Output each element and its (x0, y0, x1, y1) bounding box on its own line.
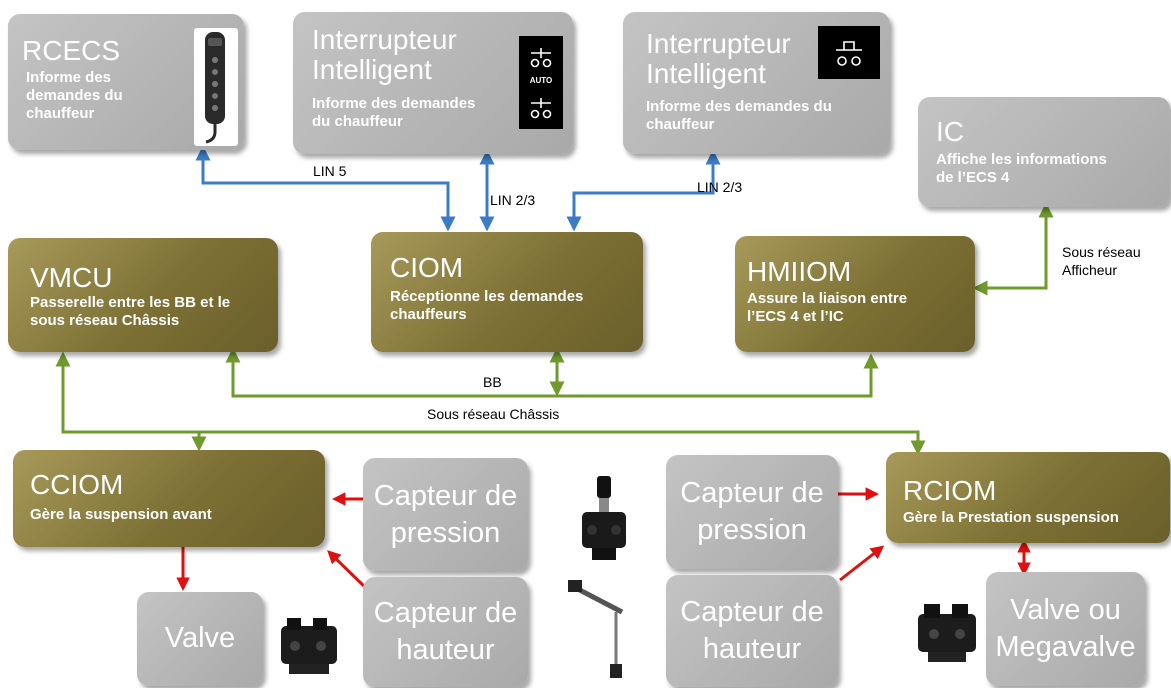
smart-switch-2-box: Interrupteur Intelligent Informe des dem… (623, 12, 890, 154)
height-right-arrow (839, 545, 885, 582)
ic-box: IC Affiche les informations de l’ECS 4 (918, 97, 1170, 207)
height-left-arrow (327, 550, 370, 592)
valve-block-right-icon (918, 604, 976, 662)
rciom-title: RCIOM (903, 475, 997, 506)
ciom-box: CIOM Réceptionne les demandes chauffeurs (371, 232, 643, 352)
pressure-sensor-right-box: Capteur de pression (666, 455, 838, 569)
rcecs-box: RCECS Informe des demandes du chauffeur (8, 14, 244, 150)
lin23-center-label: LIN 2/3 (490, 192, 536, 208)
rciom-desc: Gère la Prestation suspension (903, 509, 1119, 526)
pressure-sensor-right-label: Capteur de pression (680, 477, 824, 546)
smart-switch-1-desc: Informe des demandes du chauffeur (312, 95, 476, 130)
auto-label: AUTO (529, 76, 553, 85)
rcecs-title: RCECS (22, 35, 121, 66)
hmiiom-title: HMIIOM (747, 256, 852, 287)
pressure-sensor-left-box: Capteur de pression (363, 458, 528, 571)
display-network-label: Sous réseau Afficheur (1062, 244, 1141, 278)
vmcu-desc: Passerelle entre les BB et le sous résea… (30, 294, 231, 329)
chassis-line (55, 351, 926, 456)
cciom-box: CCIOM Gère la suspension avant (13, 450, 325, 547)
remote-control-icon (194, 28, 238, 146)
ic-desc: Affiche les informations de l’ECS 4 (936, 151, 1107, 186)
height-sensor-right-label: Capteur de hauteur (680, 596, 824, 665)
ic-title: IC (936, 116, 964, 147)
hmiiom-desc: Assure la liaison entre l’ECS 4 et l’IC (747, 290, 908, 325)
cciom-desc: Gère la suspension avant (30, 506, 212, 523)
valve-right-label: Valve ou Megavalve (995, 594, 1136, 663)
lin23-right-line (566, 149, 721, 232)
pressure-sensor-icon (582, 476, 626, 560)
height-switch-icon: AUTO (519, 36, 563, 129)
cciom-title: CCIOM (30, 469, 124, 500)
rcecs-desc: Informe des demandes du chauffeur (26, 69, 123, 122)
smart-switch-1-box: Interrupteur Intelligent Informe des dem… (293, 12, 573, 154)
ciom-title: CIOM (390, 252, 464, 283)
smart-switch-2-desc: Informe des demandes du chauffeur (646, 98, 832, 133)
valve-left-box: Valve (137, 592, 263, 686)
kneeling-switch-icon (818, 26, 880, 79)
height-sensor-left-box: Capteur de hauteur (363, 577, 528, 687)
display-line (972, 202, 1054, 296)
height-sensor-left-label: Capteur de hauteur (373, 597, 518, 666)
hmiiom-box: HMIIOM Assure la liaison entre l’ECS 4 e… (735, 236, 975, 352)
valve-block-left-icon (281, 618, 337, 674)
height-sensor-icon (568, 580, 624, 678)
rciom-box: RCIOM Gère la Prestation suspension (886, 452, 1170, 543)
smart-switch-2-title: Interrupteur Intelligent (646, 28, 791, 89)
valve-right-box: Valve ou Megavalve (986, 572, 1145, 686)
height-sensor-right-box: Capteur de hauteur (666, 575, 838, 687)
vmcu-box: VMCU Passerelle entre les BB et le sous … (8, 238, 278, 352)
valve-left-label: Valve (164, 622, 236, 654)
pressure-sensor-left-label: Capteur de pression (373, 480, 518, 549)
chassis-network-label: Sous réseau Châssis (427, 406, 560, 422)
ciom-desc: Réceptionne les demandes chauffeurs (390, 288, 584, 323)
vmcu-title: VMCU (30, 262, 113, 293)
bb-line (225, 347, 879, 398)
lin23-right-label: LIN 2/3 (697, 179, 743, 195)
lin5-label: LIN 5 (313, 163, 347, 179)
bb-label: BB (483, 374, 502, 390)
lin5-line (195, 145, 456, 232)
smart-switch-1-title: Interrupteur Intelligent (312, 24, 457, 85)
